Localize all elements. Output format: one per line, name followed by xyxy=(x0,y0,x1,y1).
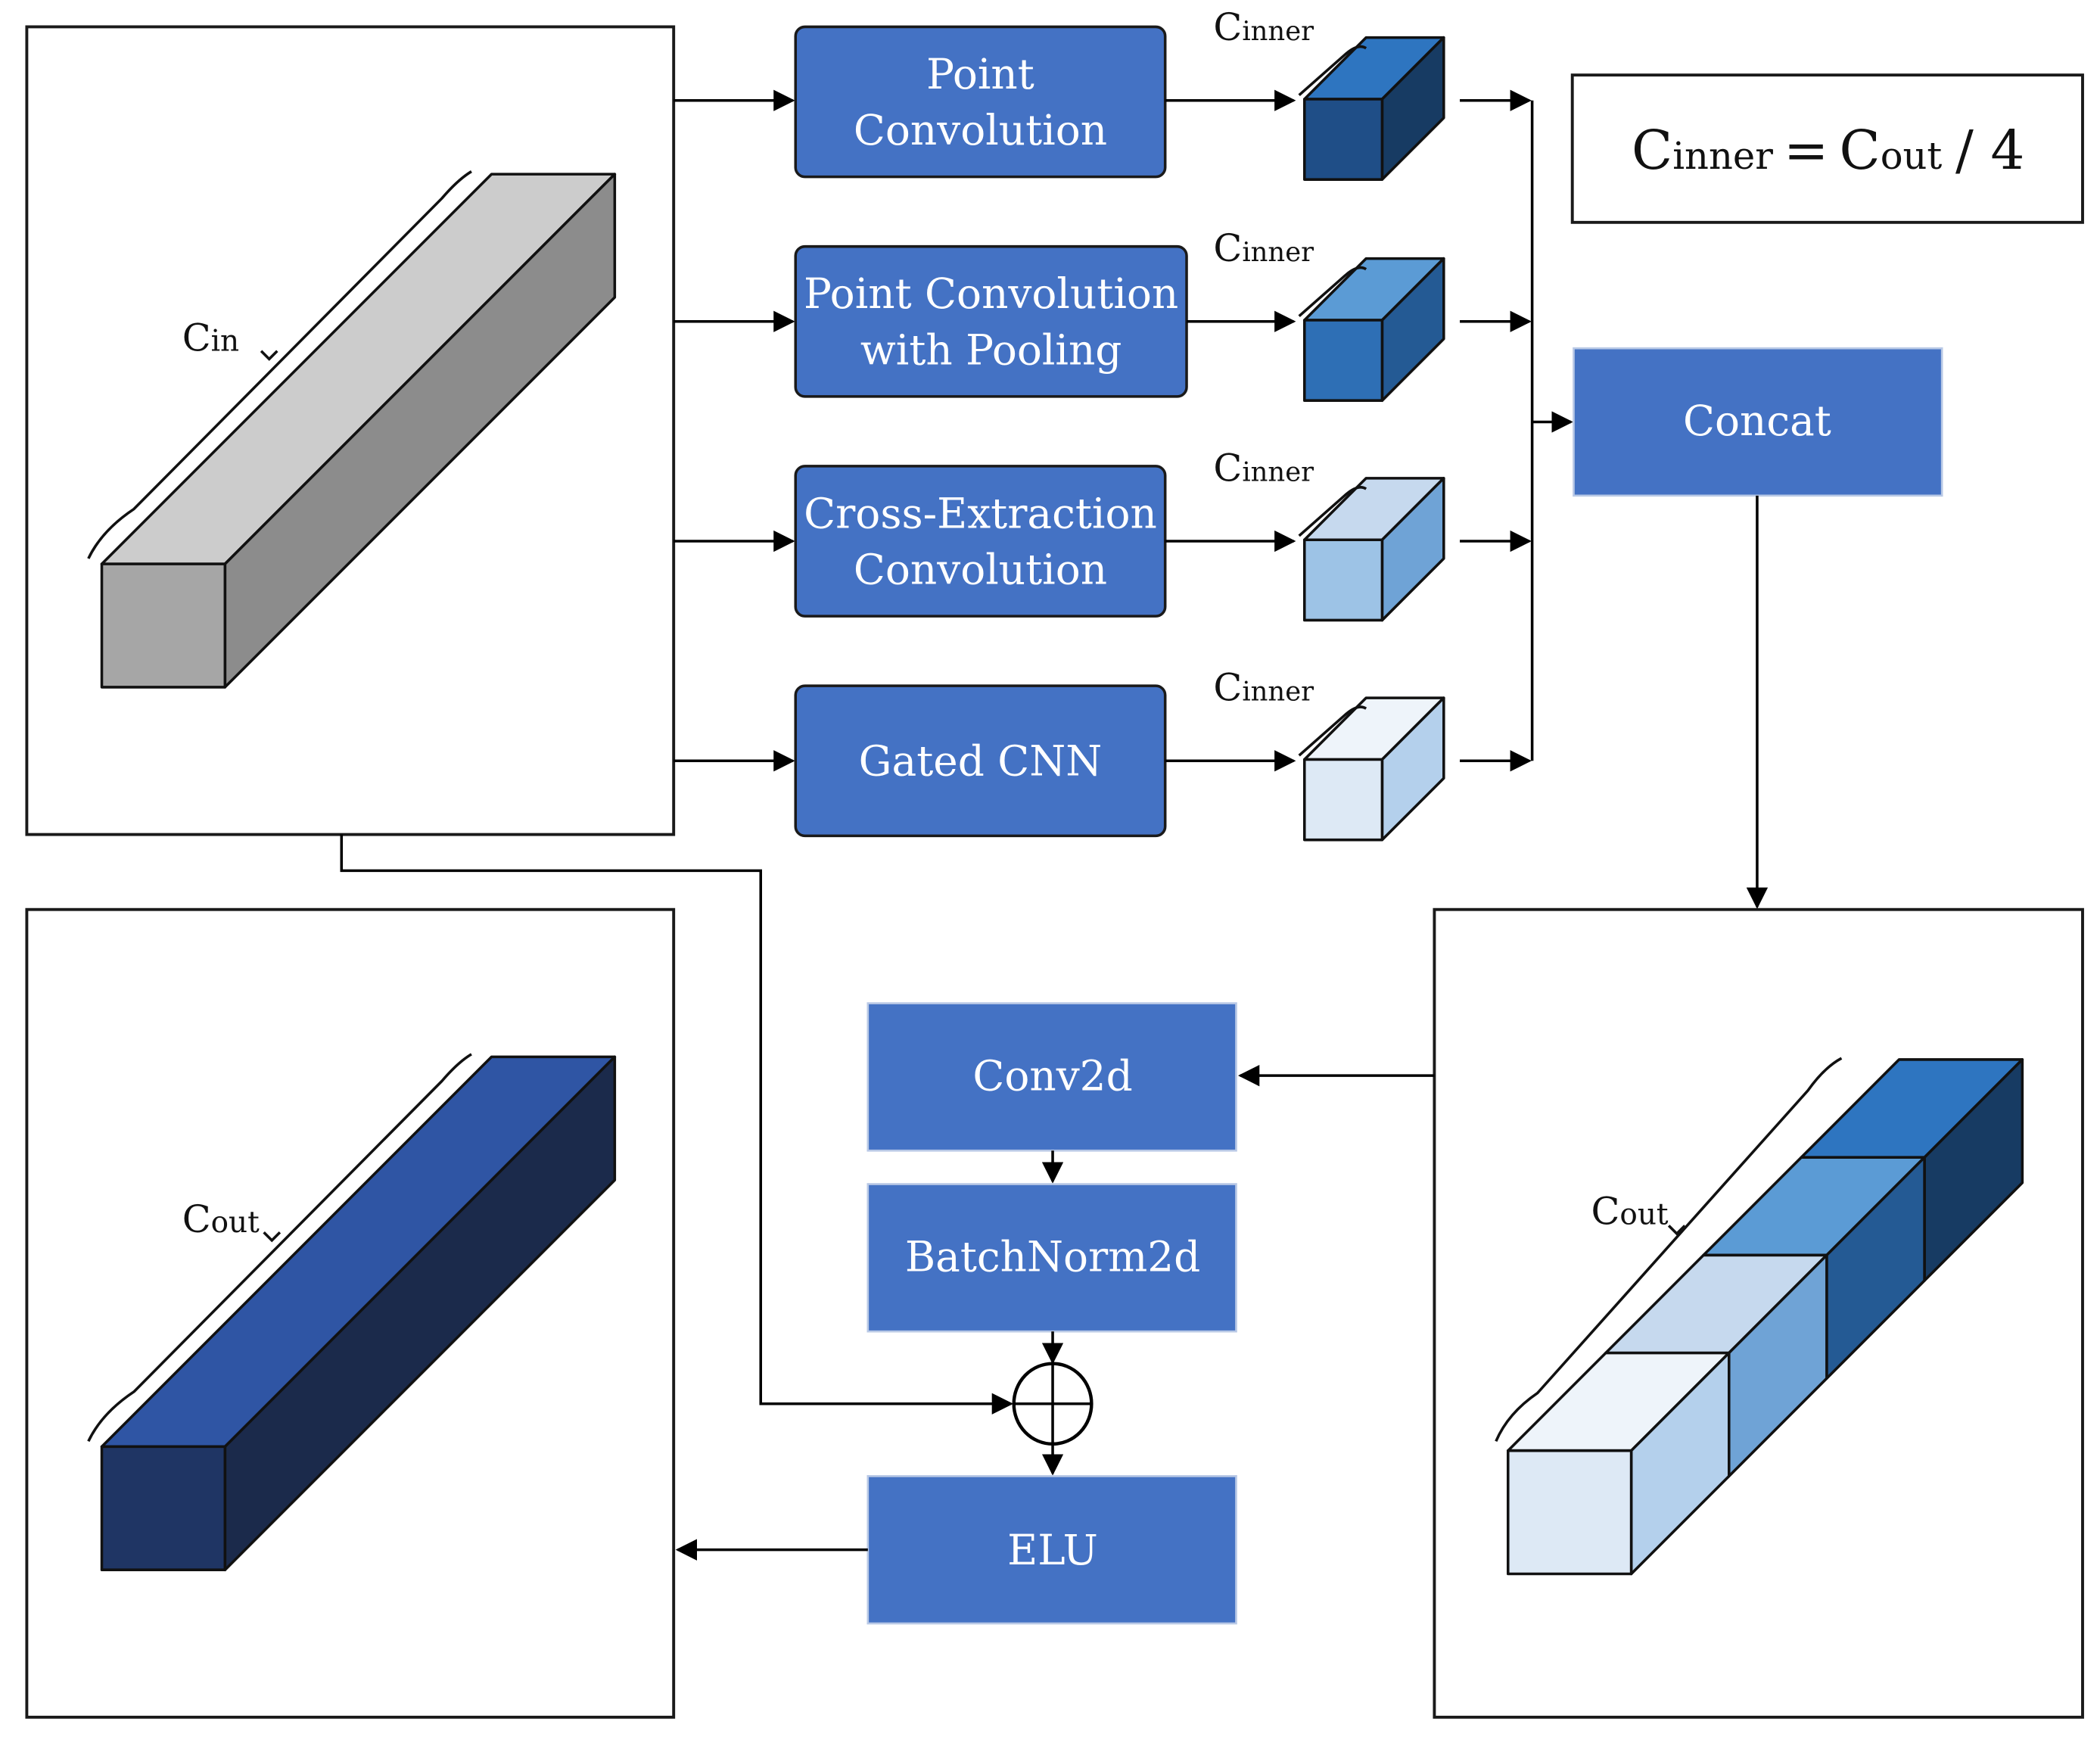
inner-cube-brace xyxy=(1298,705,1367,757)
gated-cnn-label: Gated CNN xyxy=(859,737,1103,786)
inner-cube-front xyxy=(1302,98,1384,181)
elu-label: ELU xyxy=(1007,1526,1098,1574)
input-tensor-front xyxy=(100,562,227,689)
elu-block[interactable] xyxy=(866,1474,1237,1625)
concatenated-tensor xyxy=(1506,1058,2024,1576)
elu-node[interactable]: ELU xyxy=(866,1474,1237,1625)
inner-cube-front xyxy=(1302,758,1384,842)
inner-cube-brace xyxy=(1298,45,1367,97)
output-channel-label: Cout xyxy=(182,1197,260,1241)
point-conv-label-line2: Convolution xyxy=(854,106,1107,154)
input-panel: Cin xyxy=(25,25,676,836)
inner-cube-label: Cinner xyxy=(1213,226,1314,270)
cross-extraction-label-line2: Convolution xyxy=(854,546,1107,594)
residual-skip-connection xyxy=(340,834,1014,1415)
concat-segment-side xyxy=(1923,1058,2024,1282)
formula-box: Cinner=Cout/ 4 xyxy=(1570,73,2084,224)
inner-cube-brace xyxy=(1298,486,1367,537)
formula-text: Cinner=Cout/ 4 xyxy=(1632,119,2024,182)
inner-cube-4: Cinner xyxy=(1213,666,1445,842)
conv2d-block[interactable] xyxy=(866,1002,1237,1152)
merge-arrows xyxy=(1460,89,1573,772)
concat-segment-4 xyxy=(1506,1351,1731,1576)
output-panel: Cout xyxy=(25,907,676,1719)
output-tensor xyxy=(100,1055,617,1571)
input-brace-tick xyxy=(260,350,278,361)
conv2d-label: Conv2d xyxy=(972,1052,1132,1100)
branch-point-conv-pooling[interactable]: Point Convolution with Pooling xyxy=(794,244,1188,398)
concat-label: Concat xyxy=(1683,397,1831,445)
inner-cube-label: Cinner xyxy=(1213,446,1314,490)
output-brace-tick xyxy=(263,1231,282,1243)
input-tensor xyxy=(100,173,617,689)
concat-channel-label: Cout xyxy=(1591,1190,1668,1234)
inner-cube-front xyxy=(1302,538,1384,622)
branch-point-conv[interactable]: Point Convolution xyxy=(794,25,1167,179)
concat-node[interactable]: Concat xyxy=(1573,347,1943,497)
point-conv-pooling-label-line2: with Pooling xyxy=(860,325,1122,374)
gated-cnn-block[interactable] xyxy=(794,684,1167,838)
cross-extraction-label-line1: Cross-Extraction xyxy=(804,489,1157,537)
batchnorm2d-node[interactable]: BatchNorm2d xyxy=(866,1183,1237,1333)
point-conv-label-line1: Point xyxy=(926,50,1034,98)
branch-cross-extraction[interactable]: Cross-Extraction Convolution xyxy=(794,465,1167,618)
concat-segment-1 xyxy=(1800,1058,2024,1282)
branch-gated-cnn[interactable]: Gated CNN xyxy=(794,684,1167,838)
concat-output-panel: Cout xyxy=(1433,907,2084,1719)
concat-channel-brace xyxy=(1495,1057,1843,1443)
concat-brace-tick xyxy=(1667,1225,1686,1236)
inner-cube-2: Cinner xyxy=(1213,226,1445,402)
block-to-cube-arrows xyxy=(1165,89,1296,772)
conv2d-node[interactable]: Conv2d xyxy=(866,1002,1237,1152)
output-channel-brace xyxy=(87,1053,472,1443)
batchnorm2d-block[interactable] xyxy=(866,1183,1237,1333)
input-channel-brace xyxy=(87,170,472,559)
point-conv-pooling-label-line1: Point Convolution xyxy=(804,269,1178,318)
cross-extraction-block[interactable] xyxy=(794,465,1167,618)
inner-cube-3: Cinner xyxy=(1213,446,1445,622)
inner-cube-1: Cinner xyxy=(1213,5,1445,181)
batchnorm2d-label: BatchNorm2d xyxy=(905,1233,1200,1281)
inner-cube-brace xyxy=(1298,266,1367,318)
input-channel-label: Cin xyxy=(182,316,239,360)
concat-segment-front xyxy=(1506,1449,1633,1576)
point-conv-block[interactable] xyxy=(794,25,1167,179)
branch-input-arrows xyxy=(674,89,795,772)
residual-add xyxy=(1012,1362,1094,1446)
inner-cube-label: Cinner xyxy=(1213,666,1314,710)
output-tensor-front xyxy=(100,1445,227,1571)
inner-cube-label: Cinner xyxy=(1213,5,1314,49)
concat-block[interactable] xyxy=(1573,347,1943,497)
inner-cube-front xyxy=(1302,319,1384,402)
